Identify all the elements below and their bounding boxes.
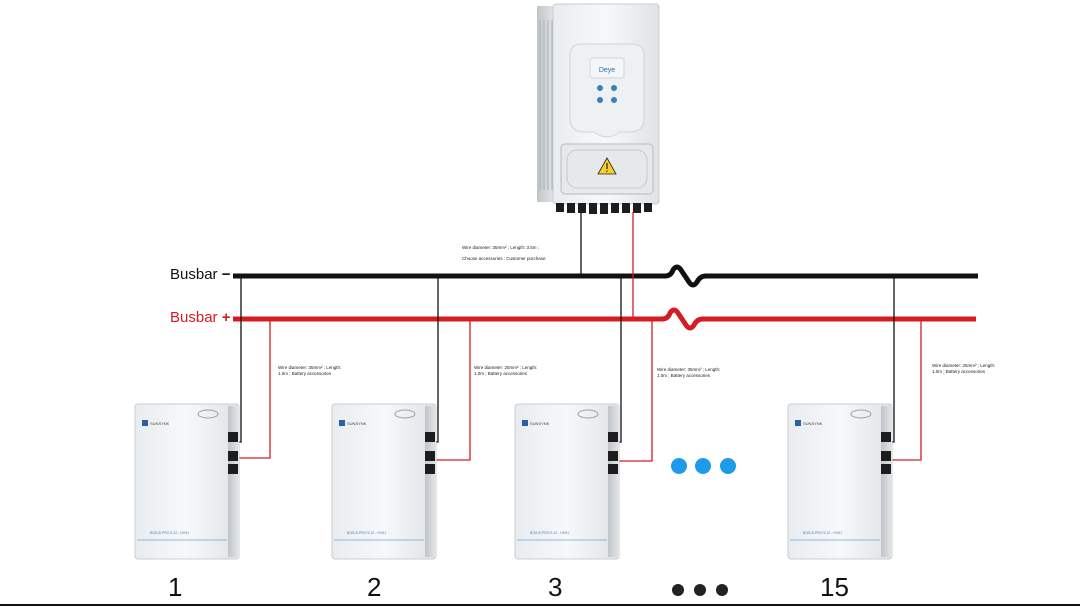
minus-symbol: − [221,266,231,283]
battery-logo-icon [142,420,148,426]
busbar-positive-label: Busbar + [170,309,230,326]
battery-logo-icon [522,420,528,426]
warning-icon [597,157,617,175]
busbar-negative-label: Busbar − [170,266,230,283]
battery-3: SUNSYNK BOS-B PRO 5.12 - HV51 [514,403,620,560]
battery-model: BOS-B PRO 5.12 - HV51 [530,531,569,535]
battery-brand: SUNSYNK [150,421,170,426]
bottom-divider [0,604,1080,606]
battery-1-number: 1 [168,572,183,602]
busbar-negative-text: Busbar [170,266,218,283]
ellipsis-dots-icon [672,584,728,596]
battery-model: BOS-B PRO 5.12 - HV51 [150,531,189,535]
battery-1-wire-note: Wire diameter: 35mm² ; Length: 1.0m ; Ba… [278,365,342,376]
inverter: Deye [537,3,660,214]
busbar-negative [233,264,978,288]
battery-model: BOS-B PRO 5.12 - HV51 [347,531,386,535]
battery-2-wire-note: Wire diameter: 25mm² ; Length: 1.0m ; Ba… [474,365,538,376]
battery-brand: SUNSYNK [530,421,550,426]
busbar-positive-text: Busbar [170,309,218,326]
inverter-wire-note-line1: Wire diameter: 35mm² ; Length: 3.5m ; [462,244,540,250]
battery-15-number: 15 [820,572,849,602]
inverter-cable-glands [556,203,652,214]
battery-logo-icon [339,420,345,426]
inverter-heatsink [537,6,555,202]
inverter-panel [569,43,645,138]
battery-15: SUNSYNK BOS-B PRO 5.12 - HV51 [787,403,893,560]
inverter-wire-note: Wire diameter: 35mm² ; Length: 3.5m ; Ch… [462,239,546,267]
inverter-buttons [597,85,617,103]
battery-3-wire-note: Wire diameter: 35mm² ; Length: 1.0m ; Ba… [657,367,721,378]
inverter-wire-note-line2: Choose accessories : Customer purchase [462,255,546,261]
busbar-positive [233,307,976,331]
plus-symbol: + [221,309,231,326]
battery-2: SUNSYNK BOS-B PRO 5.12 - HV51 [331,403,437,560]
battery-brand: SUNSYNK [347,421,367,426]
inverter-screen [589,57,625,79]
battery-logo-icon [795,420,801,426]
battery-15-wire-note: Wire diameter: 25mm² ; Length: 1.0m ; Ba… [932,363,996,374]
battery-1: SUNSYNK BOS-B PRO 5.12 - HV51 [134,403,240,560]
battery-3-number: 3 [548,572,563,602]
inverter-brand: Deye [599,67,615,74]
battery-brand: SUNSYNK [803,421,823,426]
battery-2-number: 2 [367,572,382,602]
ellipsis-dots-icon [671,458,736,474]
battery-model: BOS-B PRO 5.12 - HV51 [803,531,842,535]
